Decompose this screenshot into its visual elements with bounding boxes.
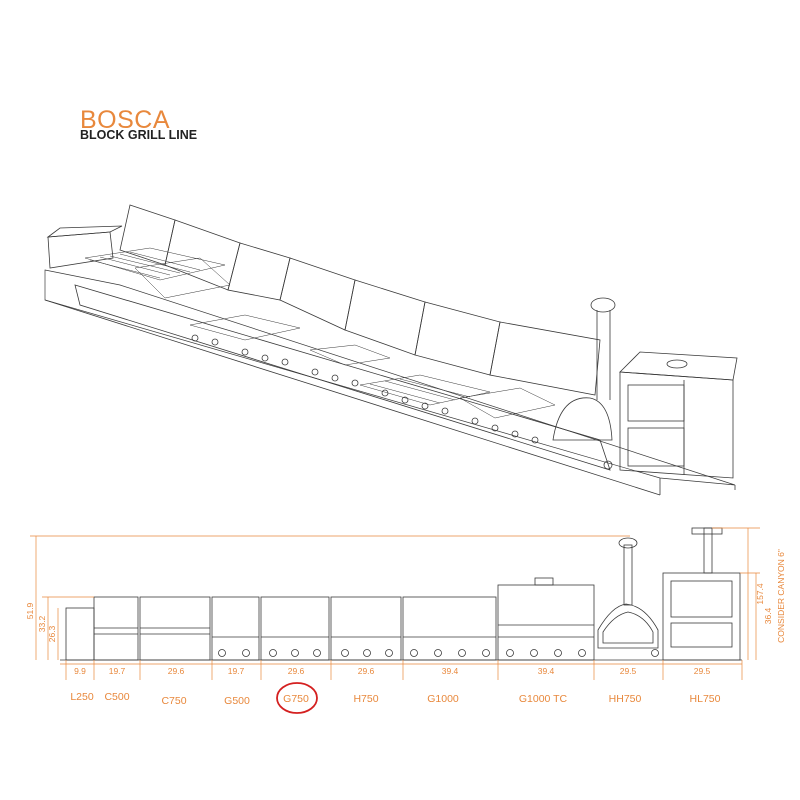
- pizza-oven-iso: [552, 297, 616, 470]
- knob-row: [191, 334, 539, 444]
- dim-width-6: 29.6: [358, 666, 375, 676]
- dim-width-8: 39.4: [538, 666, 555, 676]
- elevation-knobs: [218, 649, 659, 657]
- dim-height-counter: 33.2: [37, 615, 47, 632]
- module-label-c750: C750: [161, 695, 186, 707]
- brand-title: BOSCA: [80, 106, 171, 134]
- dim-width-10: 29.5: [694, 666, 711, 676]
- dim-height-oven-right: 157.4: [755, 583, 765, 605]
- dim-width-4: 19.7: [228, 666, 245, 676]
- module-label-c500: C500: [104, 691, 129, 703]
- box-oven-iso: [619, 351, 738, 479]
- module-label-g750: G750: [283, 693, 309, 705]
- module-label-g1000: G1000: [427, 693, 459, 705]
- grill-grates: [84, 247, 556, 419]
- module-label-g1000tc: G1000 TC: [519, 693, 568, 705]
- dim-height-base: 26.3: [47, 625, 57, 642]
- dimension-lines: [30, 527, 760, 680]
- dim-height-oven-box: 36.4: [763, 607, 773, 624]
- dim-width-9: 29.5: [620, 666, 637, 676]
- dim-width-5: 29.6: [288, 666, 305, 676]
- dim-width-1: 9.9: [74, 666, 86, 676]
- module-label-l250: L250: [70, 691, 94, 703]
- g750-highlight-circle: [276, 682, 318, 714]
- grill-lids: [119, 204, 601, 396]
- module-label-hh750: HH750: [609, 693, 642, 705]
- module-label-g500: G500: [224, 695, 250, 707]
- product-line-subtitle: BLOCK GRILL LINE: [80, 128, 198, 142]
- canyon-note: CONSIDER CANYON 6": [776, 549, 786, 643]
- dim-width-3: 29.6: [168, 666, 185, 676]
- dim-width-7: 39.4: [442, 666, 459, 676]
- module-label-h750: H750: [353, 693, 378, 705]
- module-label-hl750: HL750: [690, 693, 721, 705]
- dim-height-total: 51.9: [25, 602, 35, 619]
- dim-width-2: 19.7: [109, 666, 126, 676]
